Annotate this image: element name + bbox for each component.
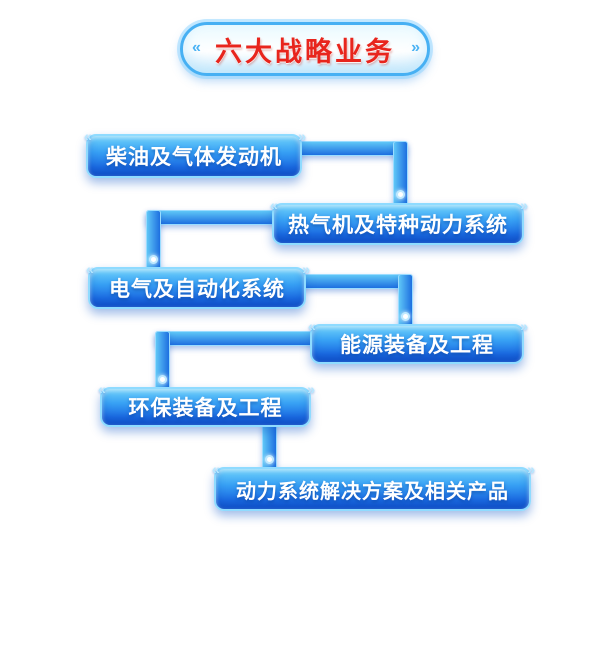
box-label: 热气机及特种动力系统 <box>288 214 508 237</box>
box-thermal-special-power-systems: « 热气机及特种动力系统 » <box>270 198 528 245</box>
chevron-left-icon: « <box>192 38 201 56</box>
chevron-left-icon: « <box>212 461 220 477</box>
box-electrical-automation-systems: « 电气及自动化系统 » <box>86 262 310 309</box>
box-diesel-gas-engines: « 柴油及气体发动机 » <box>84 129 306 178</box>
chevron-right-icon: » <box>520 318 528 334</box>
chevron-right-icon: » <box>520 197 528 213</box>
chevron-right-icon: » <box>527 461 535 477</box>
connector-box4-box5-horizontal <box>155 331 315 346</box>
box-label: 电气及自动化系统 <box>109 278 285 301</box>
chevron-right-icon: » <box>298 128 306 144</box>
box-label: 柴油及气体发动机 <box>106 146 282 169</box>
box-power-system-solutions: « 动力系统解决方案及相关产品 » <box>212 462 535 511</box>
connector-node-dot <box>396 190 405 199</box>
connector-box3-box4-horizontal <box>300 274 412 289</box>
chevron-left-icon: « <box>98 381 106 397</box>
chevron-right-icon: » <box>302 261 310 277</box>
chevron-left-icon: « <box>86 261 94 277</box>
connector-box2-box3-horizontal <box>146 210 276 225</box>
connector-node-dot <box>401 312 410 321</box>
connector-box1-box2-horizontal <box>295 141 407 156</box>
connector-node-dot <box>265 455 274 464</box>
box-energy-equipment-engineering: « 能源装备及工程 » <box>308 319 528 364</box>
connector-node-dot <box>149 255 158 264</box>
page-title: 六大战略业务 <box>215 36 395 67</box>
chevron-left-icon: « <box>84 128 92 144</box>
box-environmental-equipment-engineering: « 环保装备及工程 » <box>98 382 315 427</box>
box-label: 能源装备及工程 <box>340 334 494 357</box>
box-label: 环保装备及工程 <box>128 397 283 420</box>
connector-node-dot <box>158 375 167 384</box>
chevron-left-icon: « <box>308 318 316 334</box>
chevron-right-icon: » <box>307 381 315 397</box>
chevron-right-icon: » <box>411 38 420 56</box>
box-label: 动力系统解决方案及相关产品 <box>236 480 509 503</box>
chevron-left-icon: « <box>270 197 278 213</box>
diagram-title-pill: « 六大战略业务 » <box>180 22 430 76</box>
